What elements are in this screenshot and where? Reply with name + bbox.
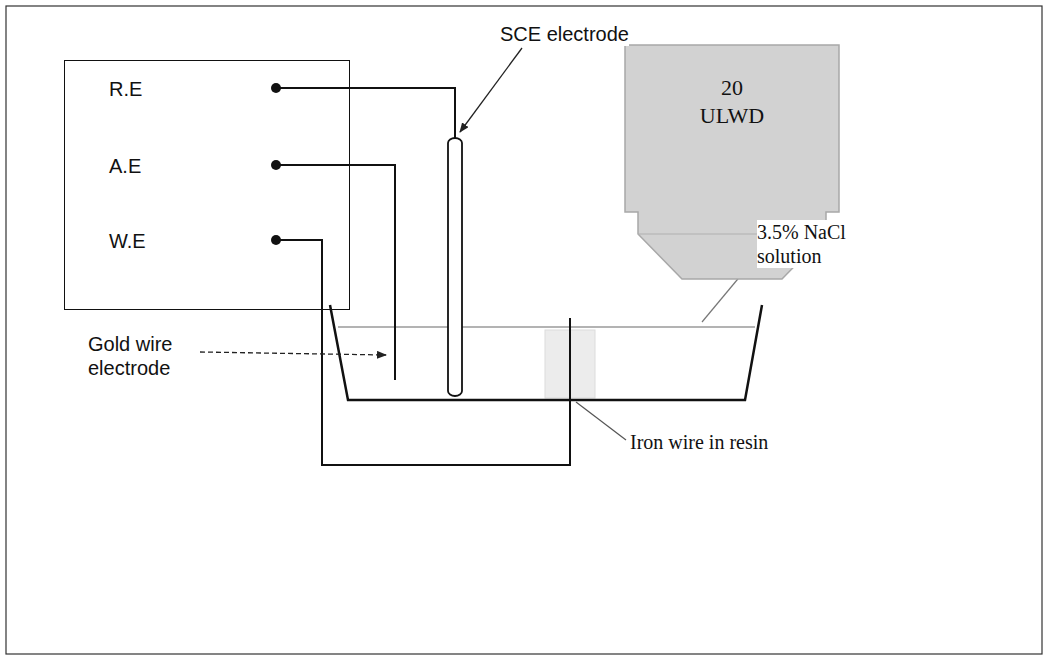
- reference-wire: [276, 88, 455, 140]
- solution-label: 3.5% NaCl solution: [757, 220, 869, 268]
- solution-level: [338, 326, 755, 328]
- terminal-label: R.E: [109, 78, 142, 101]
- electrode-label: SCE electrode: [500, 22, 629, 46]
- potentiostat-box: R.E A.E W.E: [64, 60, 350, 310]
- sce-tube: [448, 138, 462, 396]
- magnification-label: 20 ULWD: [693, 74, 771, 129]
- terminal-dot: [271, 160, 281, 170]
- auxiliary-wire: [276, 165, 395, 380]
- terminal-dot: [271, 83, 281, 93]
- specimen-label: Iron wire in resin: [630, 430, 768, 454]
- outer-frame: [6, 6, 1042, 654]
- leader-line: [460, 48, 522, 132]
- terminal-dot: [271, 235, 281, 245]
- terminal-label: W.E: [109, 230, 146, 253]
- leader-line: [576, 402, 626, 440]
- electrode-label: Gold wire electrode: [88, 332, 200, 380]
- working-wire: [276, 240, 570, 465]
- leader-line: [200, 352, 386, 355]
- terminal-label: A.E: [109, 155, 141, 178]
